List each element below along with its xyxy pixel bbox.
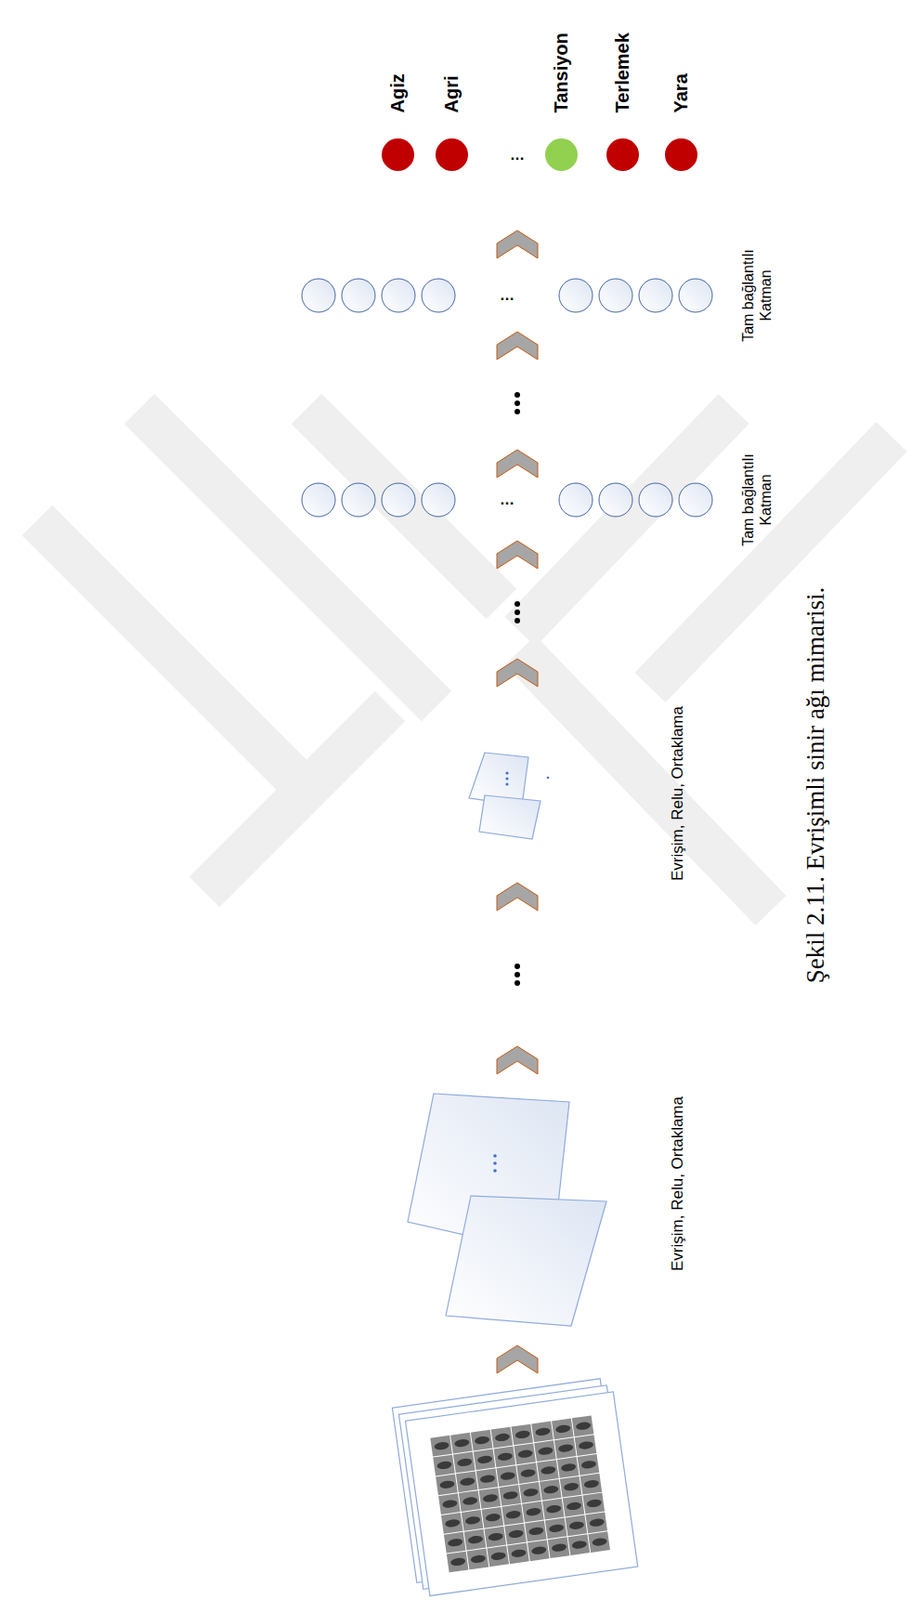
output-label: Tansiyon [550, 32, 573, 113]
output-neuron: Terlemek [606, 139, 639, 172]
output-neuron: Yara [664, 139, 698, 172]
neuron-circle [545, 139, 578, 172]
ellipsis: … [499, 286, 515, 304]
input-images [391, 1376, 638, 1597]
output-label: Yara [670, 73, 692, 113]
output-label: Agiz [387, 73, 409, 113]
figure-caption: Şekil 2.11. Evrişimli sinir ağı mimarisi… [801, 586, 831, 983]
output-label: Terlemek [612, 32, 634, 113]
neuron-circle [435, 139, 469, 172]
layer-label: Tam bağlantılı Katman [739, 442, 775, 559]
neuron-circle [381, 139, 415, 172]
layer-label: Evrişim, Relu, Ortaklama [668, 1095, 688, 1271]
output-neuron: Agiz [381, 139, 415, 172]
ellipsis: … [499, 490, 515, 509]
output-neuron: Tansiyon [545, 139, 578, 172]
output-neuron: Agri [435, 139, 469, 172]
neuron-circle [606, 139, 639, 172]
neuron-circle [664, 139, 698, 172]
layer-label: Tam bağlantılı Katman [739, 237, 775, 354]
output-label: Agri [441, 76, 463, 114]
ellipsis: … [509, 145, 525, 164]
layer-label: Evrişim, Relu, Ortaklama [668, 705, 688, 881]
